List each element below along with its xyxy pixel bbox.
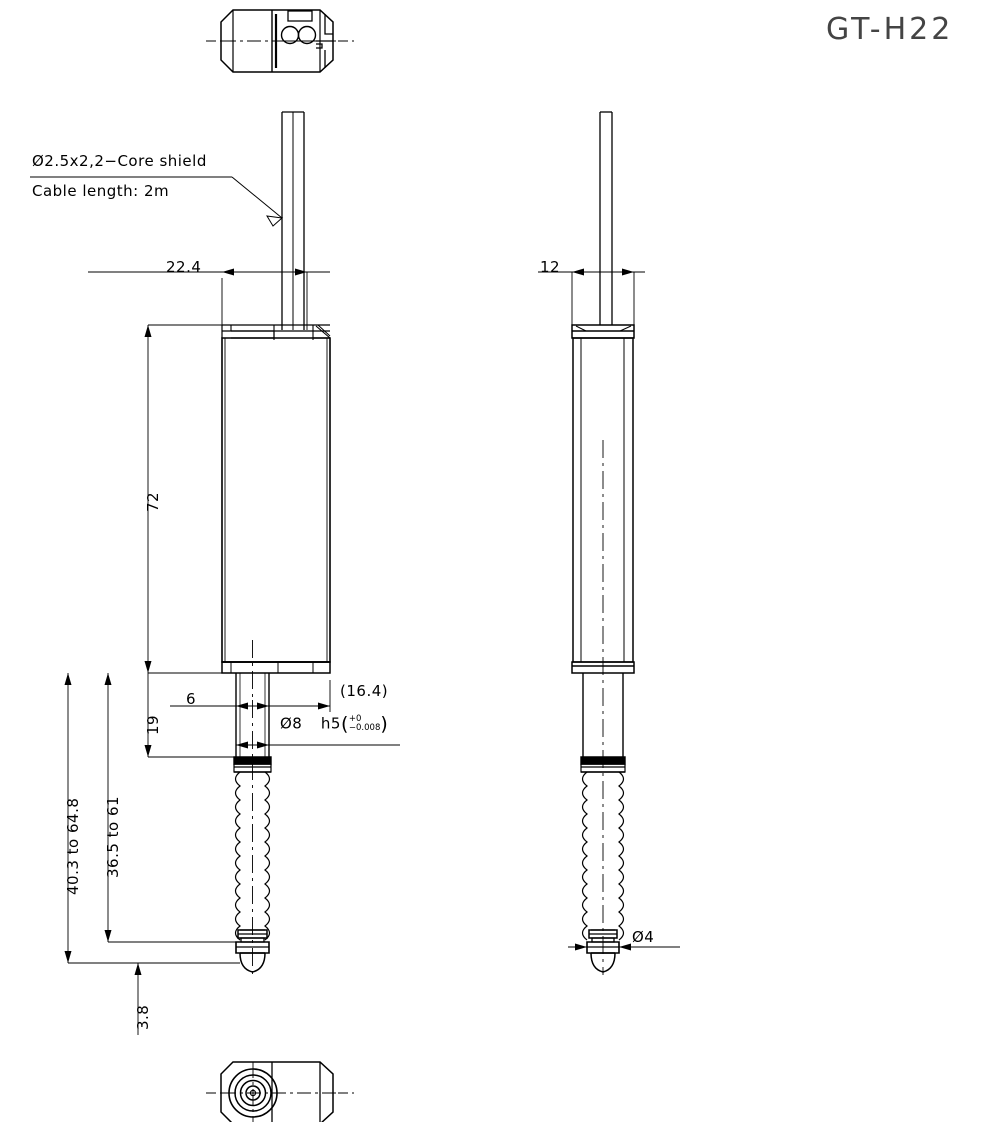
front-elevation-view [221,111,331,975]
dim-stroke-range-outer: 40.3 to 64.8 [64,797,82,895]
bellows-side [581,771,625,941]
shaft-fit-class: h5 [320,714,341,733]
dim-shaft-step: 6 [186,690,197,708]
dim-tip-offset: 3.8 [134,1004,152,1030]
cable-spec-note: Ø2.5x2,2−Core shield [32,152,207,170]
tolerance-upper: +0 [348,714,362,724]
dim-body-width-side: 12 [540,258,561,276]
tolerance-lower: −0.008 [348,723,381,733]
dim-body-width-front: 22.4 [166,258,202,276]
shaft-dia-value: Ø8 [280,714,303,733]
dim-shaft-dia-fit: Ø8 h5(+0−0.008) [280,713,389,735]
dimension-lines [30,176,680,1035]
bellows-front [234,771,271,941]
dim-tip-dia: Ø4 [632,928,655,946]
dim-body-length: 72 [144,491,162,512]
dim-stem-upper: 19 [144,714,162,735]
cable-front [281,111,305,330]
bottom-plan-view [206,1061,354,1122]
side-elevation-view [571,111,635,975]
drawing-title: GT-H22 [826,12,954,47]
cable-length-note: Cable length: 2m [32,182,170,200]
top-plan-view [206,9,354,73]
dim-stroke-range-inner: 36.5 to 61 [104,795,122,878]
dim-reference-len: (16.4) [340,682,389,700]
